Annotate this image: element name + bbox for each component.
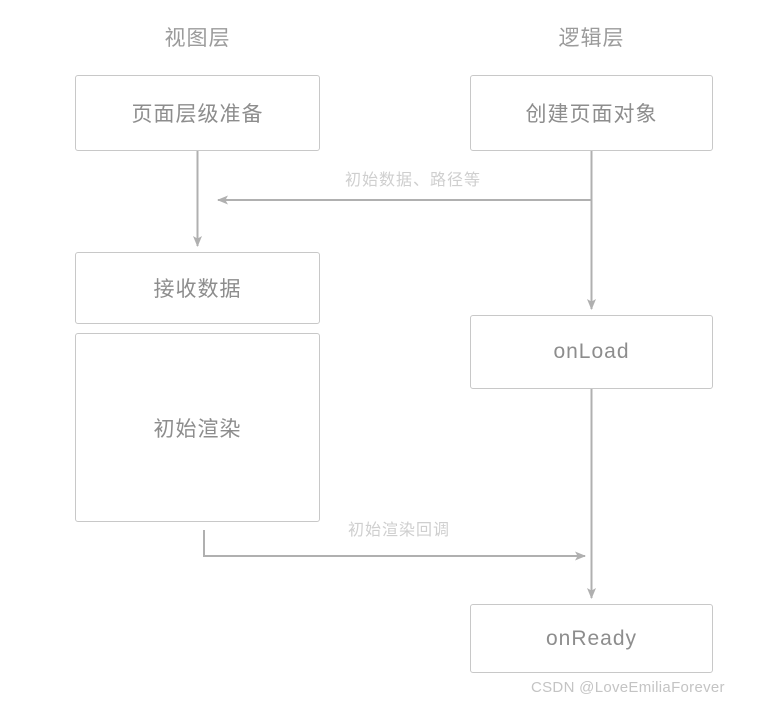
column-header-view-layer: 视图层 <box>164 27 231 50</box>
edge-label-initial-data: 初始数据、路径等 <box>345 172 482 189</box>
node-onready[interactable]: onReady <box>470 604 713 673</box>
watermark-text: CSDN @LoveEmiliaForever <box>531 679 725 696</box>
node-receive-data[interactable]: 接收数据 <box>75 252 320 324</box>
node-onload[interactable]: onLoad <box>470 315 713 389</box>
node-initial-render[interactable]: 初始渲染 <box>75 333 320 522</box>
node-page-hierarchy-preparation[interactable]: 页面层级准备 <box>75 75 320 151</box>
edge-label-render-callback: 初始渲染回调 <box>348 522 451 539</box>
node-create-page-object[interactable]: 创建页面对象 <box>470 75 713 151</box>
column-header-logic-layer: 逻辑层 <box>558 27 625 50</box>
